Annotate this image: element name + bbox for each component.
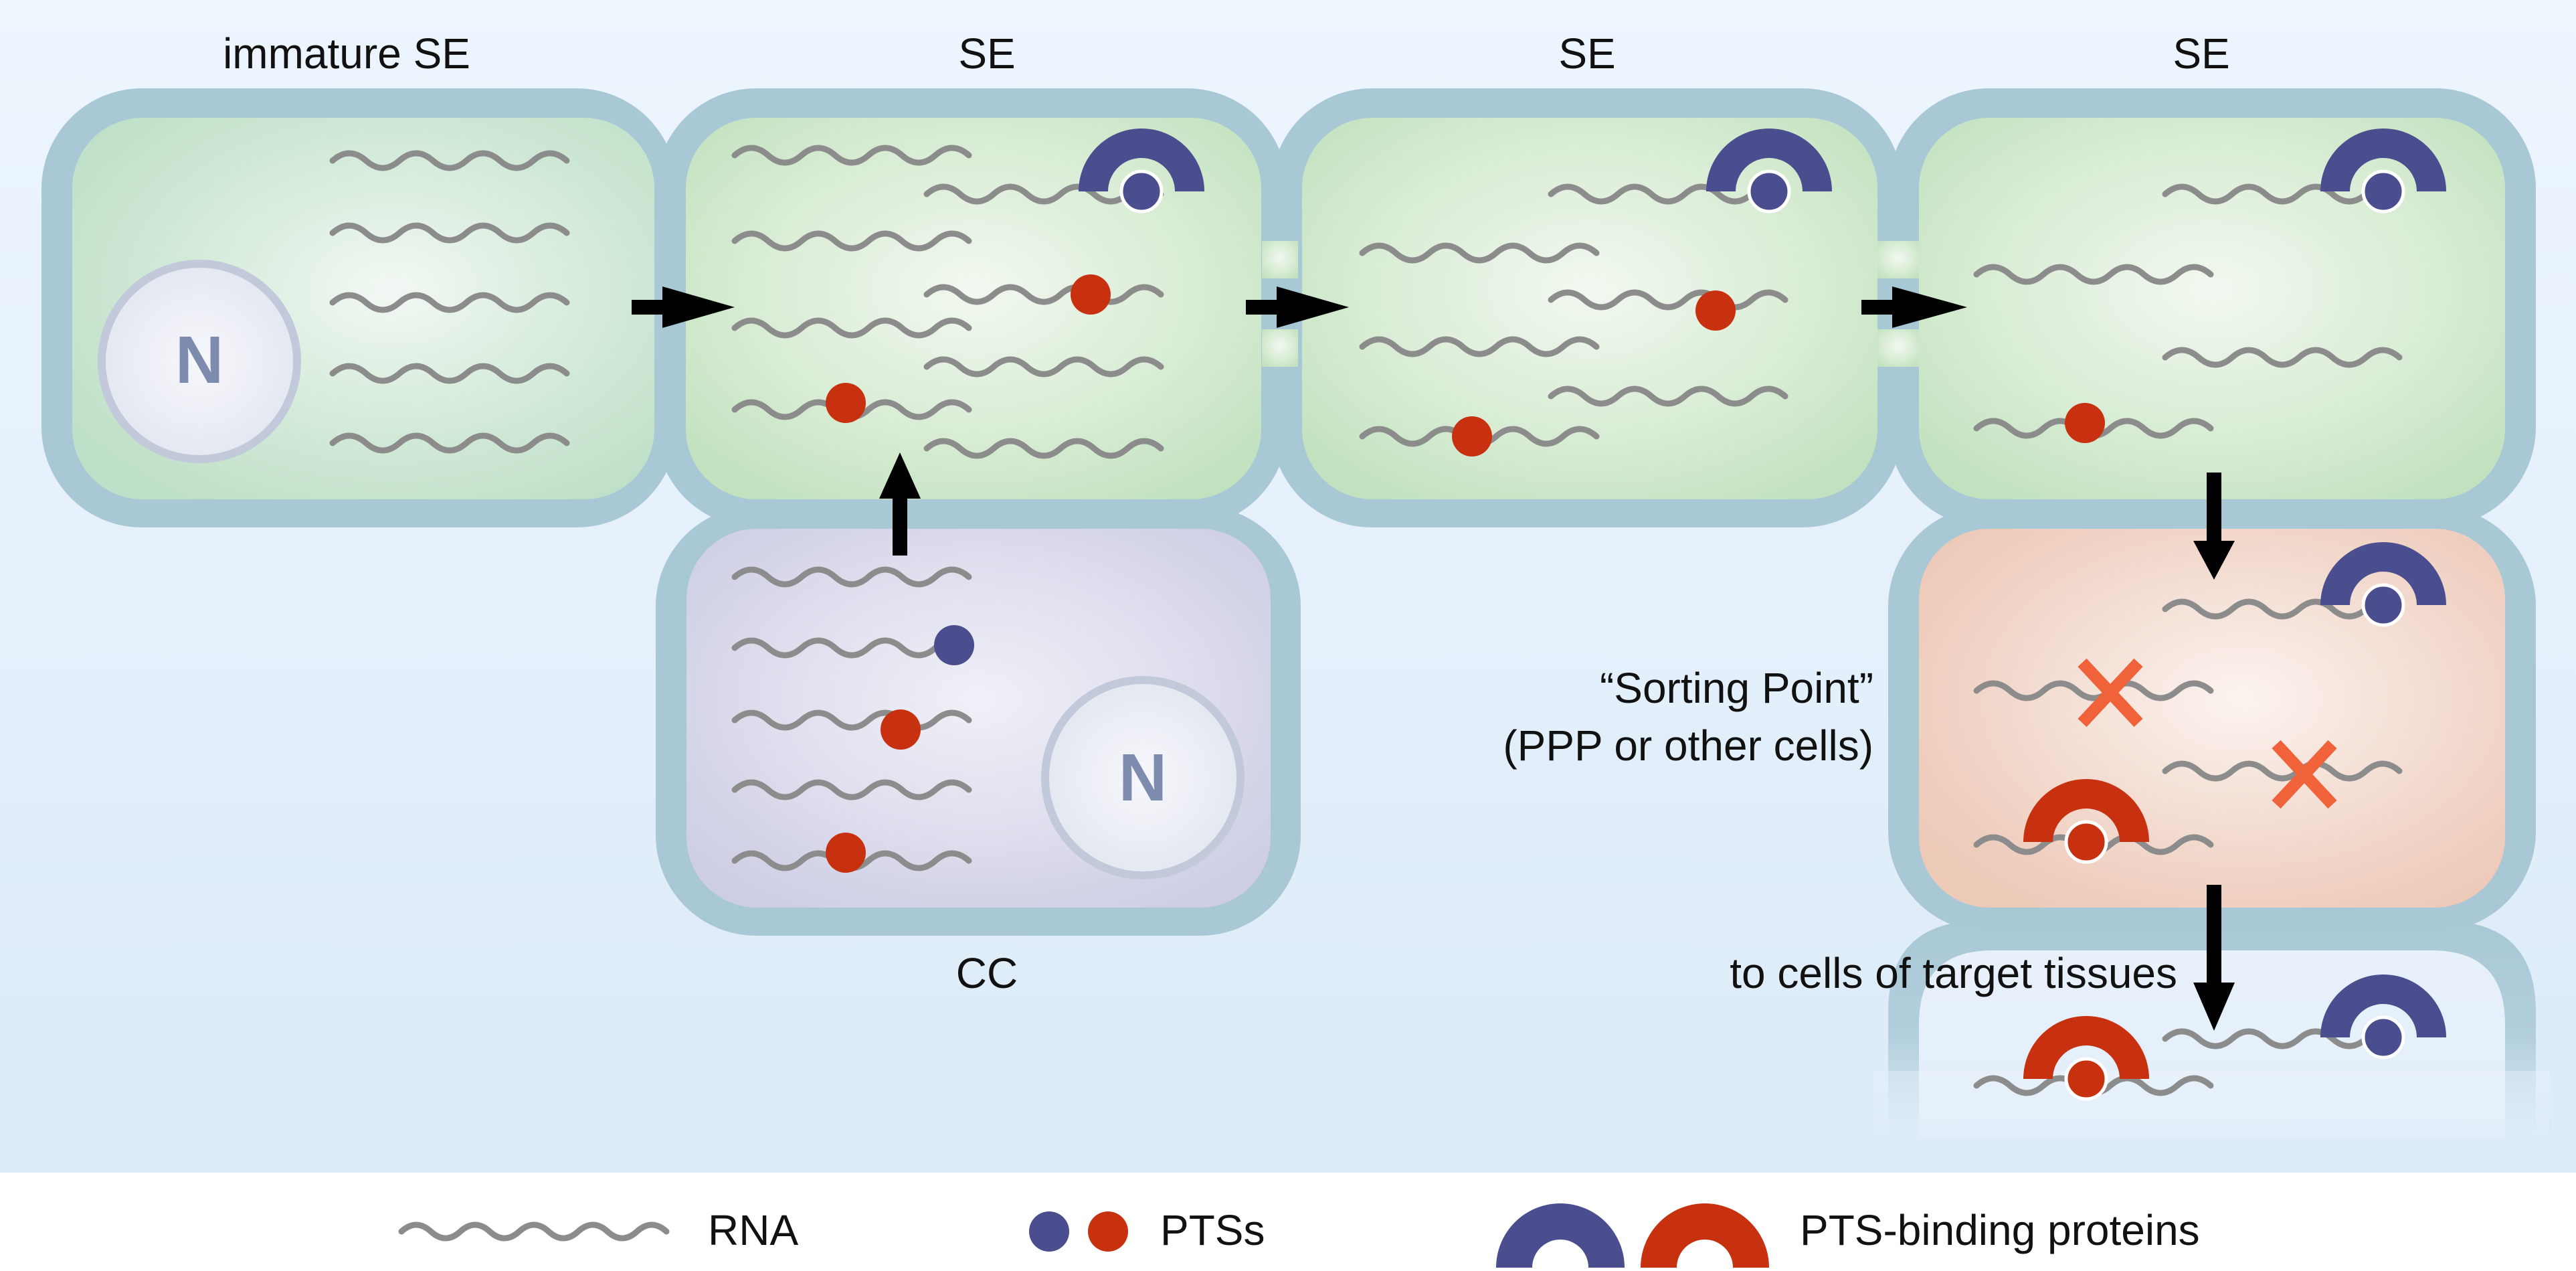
nucleus-label: N bbox=[175, 323, 223, 398]
pts-red bbox=[2064, 820, 2108, 864]
nucleus-cc bbox=[1041, 676, 1245, 879]
cell-interiors bbox=[72, 118, 2549, 1173]
sorting-point-subtitle: (PPP or other cells) bbox=[1503, 722, 1873, 770]
binding-protein-blue bbox=[2320, 975, 2446, 1037]
pts-red bbox=[881, 709, 921, 750]
se-1-label: SE bbox=[958, 29, 1015, 78]
pts-blue bbox=[934, 625, 974, 665]
sieve-pores bbox=[1262, 241, 1919, 367]
target-tissues-label: to cells of target tissues bbox=[1730, 949, 2177, 997]
pts-red bbox=[1071, 274, 1111, 315]
arrow-right-icon bbox=[632, 286, 735, 328]
legend-pts-red-icon bbox=[1088, 1211, 1128, 1252]
arrow-right-icon bbox=[1246, 286, 1349, 328]
binding-protein-blue bbox=[1079, 129, 1204, 191]
legend-background bbox=[0, 1173, 2576, 1268]
se-3-interior bbox=[1919, 118, 2505, 499]
nucleus-immature-se bbox=[98, 260, 301, 463]
pts-red bbox=[2064, 1057, 2108, 1101]
immature-se-label: immature SE bbox=[223, 29, 470, 78]
cc-label: CC bbox=[956, 949, 1018, 997]
nucleus-label: N bbox=[1119, 740, 1167, 815]
pts-blue bbox=[1747, 169, 1791, 214]
sorting-point-title: “Sorting Point” bbox=[1600, 664, 1873, 712]
binding-protein-blue bbox=[1706, 129, 1832, 191]
sieve-pore bbox=[1262, 329, 1298, 367]
pts-blue bbox=[2361, 1015, 2405, 1060]
se-3-label: SE bbox=[2173, 29, 2229, 78]
arrow-down-icon bbox=[2193, 473, 2235, 580]
arrow-up-icon bbox=[879, 452, 921, 556]
rejection-marks bbox=[2078, 658, 2337, 809]
movement-arrows bbox=[632, 286, 2235, 1031]
pts-dots bbox=[826, 169, 2405, 1101]
legend-binding-protein-blue-icon bbox=[1496, 1203, 1625, 1268]
se-2-label: SE bbox=[1558, 29, 1615, 78]
legend-pts-blue-icon bbox=[1029, 1211, 1069, 1252]
se-2-interior bbox=[1302, 118, 1877, 499]
legend-pts-label: PTSs bbox=[1160, 1206, 1265, 1254]
pts-blue bbox=[2361, 583, 2405, 627]
pts-blue bbox=[2361, 169, 2405, 214]
pts-binding-proteins bbox=[1079, 129, 2446, 1079]
arrow-right-icon bbox=[1861, 286, 1967, 328]
legend-binding-protein-red-icon bbox=[1641, 1203, 1769, 1268]
pts-red bbox=[2065, 403, 2105, 443]
arrow-down-icon bbox=[2193, 885, 2235, 1031]
legend-rna-icon bbox=[398, 1221, 670, 1242]
reject-x-icon bbox=[2078, 658, 2143, 728]
pts-red bbox=[826, 383, 866, 423]
binding-protein-red bbox=[2023, 779, 2149, 842]
pts-blue bbox=[1119, 169, 1164, 214]
pts-red bbox=[826, 833, 866, 873]
pts-red bbox=[1452, 416, 1492, 456]
legend: RNA PTSs PTS-binding proteins bbox=[398, 1203, 2200, 1268]
legend-binding-proteins-label: PTS-binding proteins bbox=[1800, 1206, 2200, 1254]
sieve-pore bbox=[1877, 329, 1919, 367]
binding-protein-blue bbox=[2320, 129, 2446, 191]
sieve-pore bbox=[1877, 241, 1919, 278]
sieve-pore bbox=[1262, 241, 1298, 278]
pts-red bbox=[1695, 290, 1736, 331]
binding-protein-blue bbox=[2320, 542, 2446, 605]
reject-x-icon bbox=[2272, 740, 2337, 809]
legend-rna-label: RNA bbox=[708, 1206, 798, 1254]
binding-protein-red bbox=[2023, 1016, 2149, 1079]
